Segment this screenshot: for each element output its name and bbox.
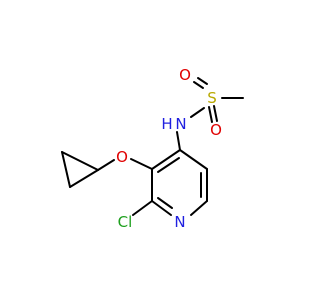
bond-c3-c4-inner	[157, 157, 180, 173]
bond-nitrogen-c2-inner	[157, 197, 173, 209]
bond-cyclopropyl-b	[61, 151, 71, 188]
bonds	[61, 77, 244, 216]
bond-c3-c4	[151, 149, 181, 170]
bond-oxygen-cyclopropyl	[97, 159, 115, 171]
chlorine-label: Cl	[118, 213, 133, 231]
structure-diagram: S O O N H O N Cl	[61, 66, 244, 231]
bond-c2-chlorine	[132, 200, 153, 216]
bond-c4-c5	[179, 149, 208, 170]
bond-c6-nitrogen	[190, 200, 208, 216]
molecule-canvas: S O O N H O N Cl	[61, 66, 244, 231]
amide-hydrogen-label: H	[161, 115, 172, 133]
bond-nitrogen-c2	[151, 200, 172, 216]
bond-sulfur-oxygen-lower-b	[213, 105, 218, 122]
amide-nitrogen-label: N	[175, 115, 186, 133]
bond-sulfur-oxygen-upper-a	[193, 81, 204, 89]
ether-oxygen-label: O	[116, 148, 128, 166]
bond-nitrogen-c4	[176, 131, 181, 151]
bond-cyclopropyl-c	[69, 169, 99, 188]
ring-nitrogen-label: N	[174, 213, 185, 231]
oxygen-upper-label: O	[179, 66, 191, 84]
sulfur-label: S	[207, 89, 217, 107]
bond-cyclopropyl-a	[61, 151, 99, 171]
bond-sulfur-nitrogen	[190, 107, 205, 118]
bond-c3-oxygen	[130, 158, 153, 170]
bond-sulfur-oxygen-upper-b	[197, 77, 208, 85]
bond-sulfur-oxygen-lower-a	[208, 106, 213, 123]
oxygen-lower-label: O	[210, 121, 222, 139]
atom-labels: S O O N H O N Cl	[116, 66, 222, 231]
